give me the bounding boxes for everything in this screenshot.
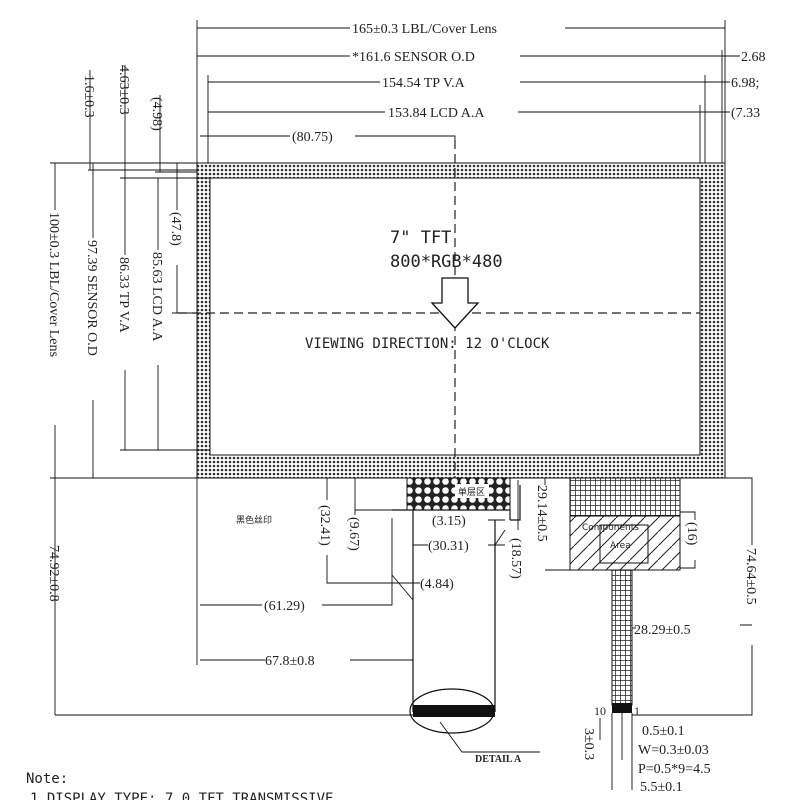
dim-center-x: (80.75) <box>292 130 333 145</box>
dim-32: (32.41) <box>317 505 332 546</box>
bottom-dim-labels: 74.92±0.8 (61.29) 67.8±0.8 (32.41) (9.67… <box>46 485 758 795</box>
dim-55: 5.5±0.1 <box>640 780 683 795</box>
area-label: Area <box>610 541 631 551</box>
dim-3-03: 3±0.3 <box>581 728 596 760</box>
pin-1: 1 <box>634 704 640 718</box>
dim-r2: 6.98; <box>731 76 759 91</box>
dim-r1: 2.68 <box>741 50 766 65</box>
dim-9: (9.67) <box>346 517 361 551</box>
display-title: 7" TFT <box>390 228 451 248</box>
detail-label: DETAIL A <box>475 754 522 765</box>
dim-4: (4.84) <box>420 577 454 592</box>
viewing-direction: VIEWING DIRECTION: 12 O'CLOCK <box>305 336 550 352</box>
dim-d1: 1.6±0.3 <box>81 75 96 118</box>
dim-61: (61.29) <box>264 599 305 614</box>
top-dimensions <box>196 20 740 163</box>
single-layer-label: 单层区 <box>458 486 485 498</box>
note-line-1: 1 DISPLAY TYPE: 7.0 TFT TRANSMISSIVE , <box>30 791 350 800</box>
dim-16: (16) <box>684 522 699 546</box>
dim-18: (18.57) <box>508 538 523 579</box>
dim-29: 29.14±0.5 <box>534 485 549 542</box>
dim-tp-height: 86.33 TP V.A <box>116 257 131 334</box>
dim-sensor-height: 97.39 SENSOR O.D <box>84 240 99 356</box>
dim-total-height: 74.92±0.8 <box>46 545 61 602</box>
dim-67: 67.8±0.8 <box>265 654 315 669</box>
dim-30: (30.31) <box>428 539 469 554</box>
left-dim-labels: 1.6±0.3 4.63±0.3 (4.98) 100±0.3 LBL/Cove… <box>46 65 183 357</box>
dim-cover-height: 100±0.3 LBL/Cover Lens <box>46 212 61 357</box>
silk-label: 黑色丝印 <box>236 514 272 526</box>
dim-tp-width: 154.54 TP V.A <box>382 76 466 91</box>
dim-d2: 4.63±0.3 <box>116 65 131 115</box>
left-dimensions <box>50 65 210 715</box>
dim-d3: (4.98) <box>149 97 164 131</box>
fpc <box>391 477 681 790</box>
pin-10: 10 <box>594 704 606 718</box>
dim-28: 28.29±0.5 <box>634 623 691 638</box>
dim-cover-width: 165±0.3 LBL/Cover Lens <box>352 22 497 37</box>
dim-center-y: (47.8) <box>168 212 183 246</box>
dim-sensor-width: *161.6 SENSOR O.D <box>352 50 475 65</box>
bottom-dimensions <box>55 477 753 740</box>
dim-p: P=0.5*9=4.5 <box>638 762 711 777</box>
viewing-arrow-icon <box>430 277 480 329</box>
dim-74-64: 74.64±0.5 <box>743 548 758 605</box>
display-resolution: 800*RGB*480 <box>390 252 503 272</box>
dim-3: (3.15) <box>432 514 466 529</box>
dim-r3: (7.33 <box>731 106 760 121</box>
dim-05: 0.5±0.1 <box>642 724 685 739</box>
dim-w: W=0.3±0.03 <box>638 743 709 758</box>
components-label: Components <box>582 523 639 533</box>
dim-lcd-height: 85.63 LCD A.A <box>149 252 164 342</box>
note-heading: Note: <box>26 771 68 787</box>
dim-lcd-width: 153.84 LCD A.A <box>388 106 485 121</box>
